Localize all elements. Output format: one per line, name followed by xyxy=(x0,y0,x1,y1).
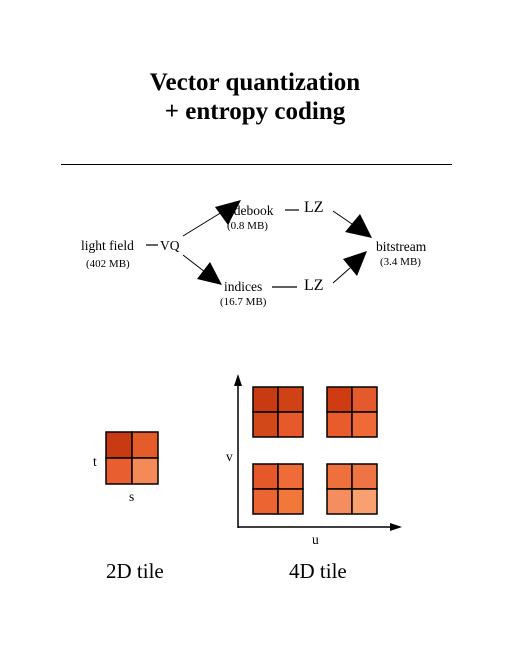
indices-size: (16.7 MB) xyxy=(220,296,267,308)
codebook-size: (0.8 MB) xyxy=(227,220,268,232)
lz-bottom-label: LZ xyxy=(304,277,324,294)
indices-label: indices xyxy=(224,279,263,294)
tile-4d-block-0 xyxy=(252,386,304,438)
tile-4d-block-1-cell-0 xyxy=(326,386,353,413)
tile-4d-block-3-cell-1 xyxy=(351,463,378,490)
tile-2d-cell-3 xyxy=(131,457,159,485)
tile-2d-axis-s: s xyxy=(129,489,135,504)
tile-4d-axis-u: u xyxy=(312,532,319,547)
tile-4d-block-3-cell-3 xyxy=(351,488,378,515)
light-field-size: (402 MB) xyxy=(86,258,130,270)
axis-v xyxy=(234,374,242,528)
lz-top-label: LZ xyxy=(304,199,324,216)
title-line-1: Vector quantization xyxy=(149,69,361,96)
bitstream-label: bitstream xyxy=(376,239,427,254)
tile-4d-block-2-cell-1 xyxy=(277,463,304,490)
tile-4d-block-3-cell-0 xyxy=(326,463,353,490)
tile-4d-block-1-cell-1 xyxy=(351,386,378,413)
tile-4d-block-2-cell-2 xyxy=(252,488,279,515)
arrow-vq-to-codebook xyxy=(182,200,241,237)
tile-4d-block-1-cell-3 xyxy=(351,411,378,438)
tile-4d-block-0-cell-2 xyxy=(252,411,279,438)
tile-4d-block-1 xyxy=(326,386,378,438)
title-divider xyxy=(61,164,452,165)
tile-4d-block-1-cell-2 xyxy=(326,411,353,438)
tile-4d-block-0-cell-1 xyxy=(277,386,304,413)
tile-4d-block-3 xyxy=(326,463,378,515)
tile-4d-block-0-cell-3 xyxy=(277,411,304,438)
title-line-2: + entropy coding xyxy=(164,98,346,125)
tile-4d-axis-v: v xyxy=(226,449,233,464)
tile-4d-block-2-cell-0 xyxy=(252,463,279,490)
arrow-vq-to-indices xyxy=(182,254,222,285)
arrow-lz-to-bitstream-top xyxy=(332,210,372,238)
tile-4d-caption: 4D tile xyxy=(289,559,347,583)
slide-title: Vector quantization + entropy coding xyxy=(0,68,510,126)
tile-2d-cell-0 xyxy=(105,431,133,459)
arrow-lz-to-bitstream-bottom xyxy=(332,251,367,284)
light-field-label: light field xyxy=(81,238,134,253)
bitstream-size: (3.4 MB) xyxy=(380,256,421,268)
vq-label: VQ xyxy=(160,238,180,253)
tile-2d-caption: 2D tile xyxy=(106,559,164,583)
tile-4d-block-2-cell-3 xyxy=(277,488,304,515)
tile-2d-axis-t: t xyxy=(93,454,97,469)
tile-4d-block-0-cell-0 xyxy=(252,386,279,413)
tile-2d-cell-2 xyxy=(105,457,133,485)
axis-u xyxy=(238,523,402,531)
tile-4d-block-2 xyxy=(252,463,304,515)
tile-4d-block-3-cell-2 xyxy=(326,488,353,515)
